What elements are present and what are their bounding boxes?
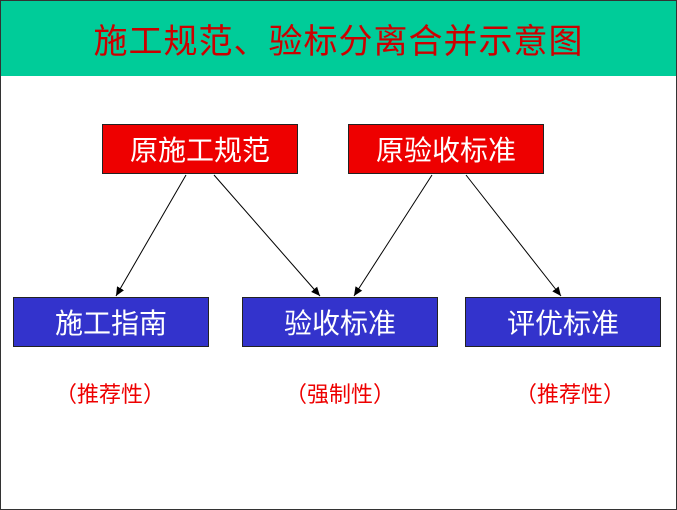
note-acceptance-mandatory: （强制性） [284,383,395,408]
box-construction-guide: 施工指南 [13,297,209,347]
box-evaluation-standard: 评优标准 [465,297,661,347]
box-old-construction-spec: 原施工规范 [102,124,298,174]
box-old-acceptance-standard: 原验收标准 [348,124,544,174]
box-old-acceptance-standard-label: 原验收标准 [375,134,516,167]
box-construction-guide-label: 施工指南 [54,307,167,340]
title-bar: 施工规范、验标分离合并示意图 [1,1,676,76]
box-old-construction-spec-label: 原施工规范 [129,134,270,167]
note-guide-recommended: （推荐性） [54,383,165,408]
note-evaluation-recommended: （推荐性） [514,383,625,408]
box-evaluation-standard-label: 评优标准 [506,307,619,340]
box-acceptance-standard: 验收标准 [242,297,438,347]
box-acceptance-standard-label: 验收标准 [283,307,396,340]
page-title: 施工规范、验标分离合并示意图 [93,22,584,62]
